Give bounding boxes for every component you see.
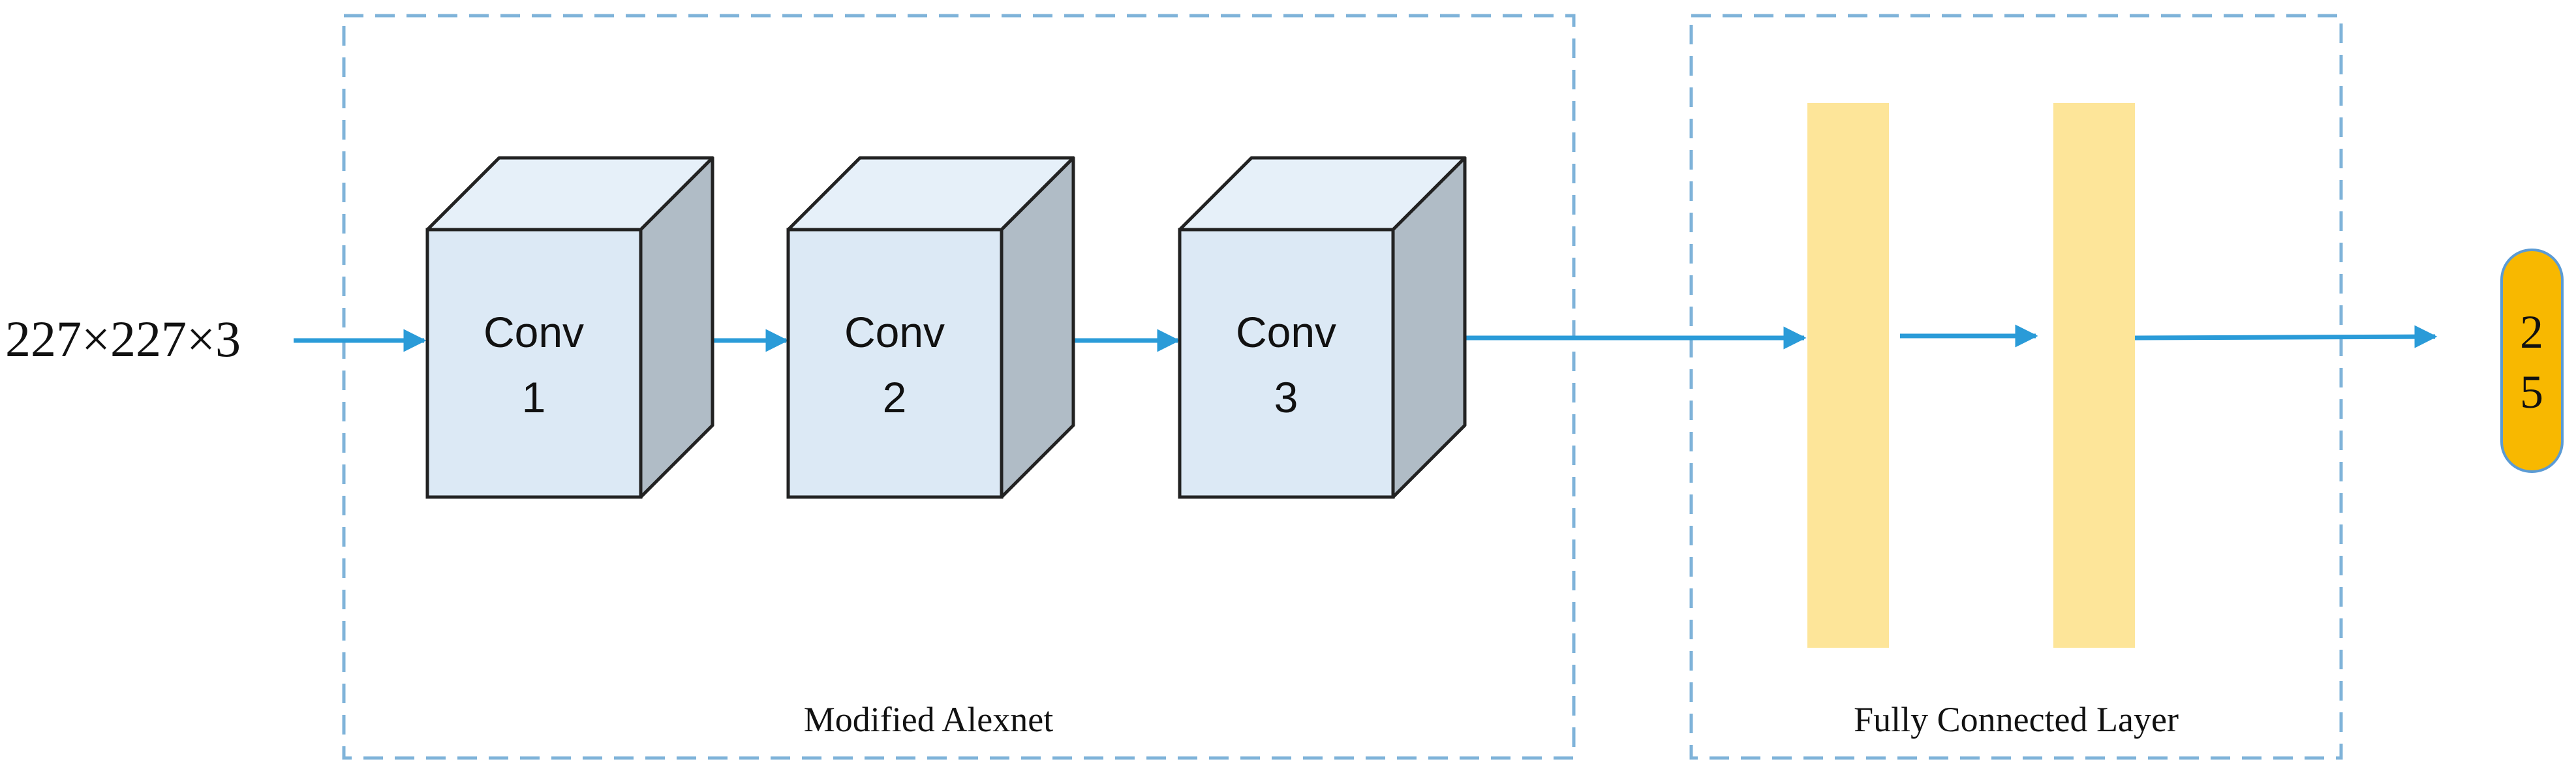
conv-block-3-number: 3 [1274,373,1298,421]
input-size-label: 227×227×3 [5,311,241,367]
conv-block-3-front-face [1178,228,1395,499]
conv-block-1-number: 1 [522,373,546,421]
output-node-digit-1: 2 [2520,306,2543,358]
conv-block-1-front-face [425,228,643,499]
output-node-shape [2500,249,2564,473]
conv-block-2-front-face [786,228,1004,499]
conv-block-1: Conv 1 [425,156,714,499]
output-node: 2 5 [2500,249,2564,473]
arrow-fc2-to-output [2134,325,2438,348]
conv-block-3-label: Conv [1236,308,1336,356]
fully-connected-group-label: Fully Connected Layer [1854,700,2179,739]
conv-block-1-label: Conv [483,308,584,356]
conv-block-3: Conv 3 [1178,156,1467,499]
conv-block-2-label: Conv [844,308,945,356]
fc-layer-2-bar [2053,103,2135,648]
fully-connected-group-box [1689,14,2343,760]
alexnet-group-label: Modified Alexnet [804,700,1053,739]
conv-block-2: Conv 2 [786,156,1075,499]
conv-block-2-number: 2 [883,373,907,421]
alexnet-group-box [342,14,1576,760]
fc-layer-1-bar [1807,103,1889,648]
output-node-digit-2: 5 [2520,366,2543,418]
